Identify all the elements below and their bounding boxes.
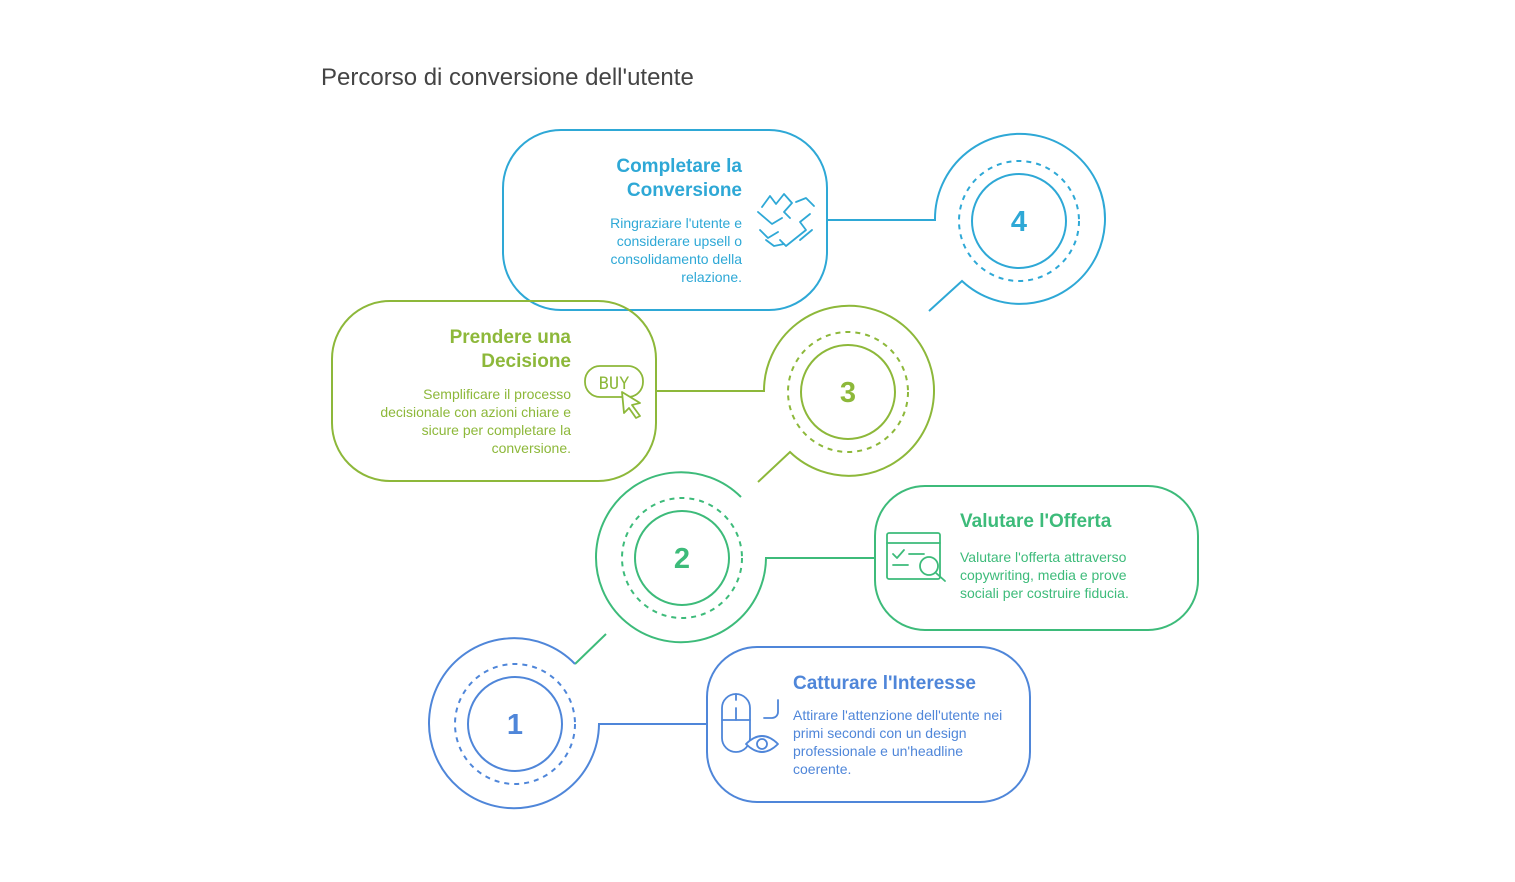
step-4-group [502,129,1106,312]
step-2-description: Valutare l'offerta attraverso copywritin… [960,549,1129,601]
step-1-title: Catturare l'Interesse [793,673,976,694]
step-2-number: 2 [674,543,690,575]
step-1-inner-ring [467,676,563,772]
step-3-group [331,300,935,483]
step-1-number: 1 [507,709,523,741]
step-4-inner-ring [971,173,1067,269]
step-3-title: Prendere una Decisione [449,327,571,372]
step-4-dashed-ring [958,160,1080,282]
step-3-description: Semplificare il processo decisionale con… [380,386,571,456]
mouse-eye-icon [721,693,779,753]
step-4-number: 4 [1011,206,1027,238]
step-2-inner-ring [634,510,730,606]
step-3-connector [656,304,935,483]
step-2-title: Valutare l'Offerta [960,511,1112,532]
step-4-title: Completare la Conversione [616,156,742,201]
handshake-icon [757,193,815,247]
step-1-description: Attirare l'attenzione dell'utente nei pr… [793,707,1003,777]
step-1-connector [428,637,707,810]
svg-text:BUY: BUY [599,374,630,394]
step-1-dashed-ring [454,663,576,785]
page-title: Percorso di conversione dell'utente [321,64,694,91]
buy-cursor-icon: BUY [584,365,644,419]
document-search-icon [886,532,946,582]
step-4-connector [827,132,1106,312]
step-1-group [428,637,1031,810]
step-3-number: 3 [840,377,856,409]
step-2-dashed-ring [621,497,743,619]
step-2-group [574,471,1199,665]
step-3-dashed-ring [787,331,909,453]
step-4-description: Ringraziare l'utente e considerare upsel… [610,215,742,285]
step-2-connector [595,471,875,644]
step-3-inner-ring [800,344,896,440]
